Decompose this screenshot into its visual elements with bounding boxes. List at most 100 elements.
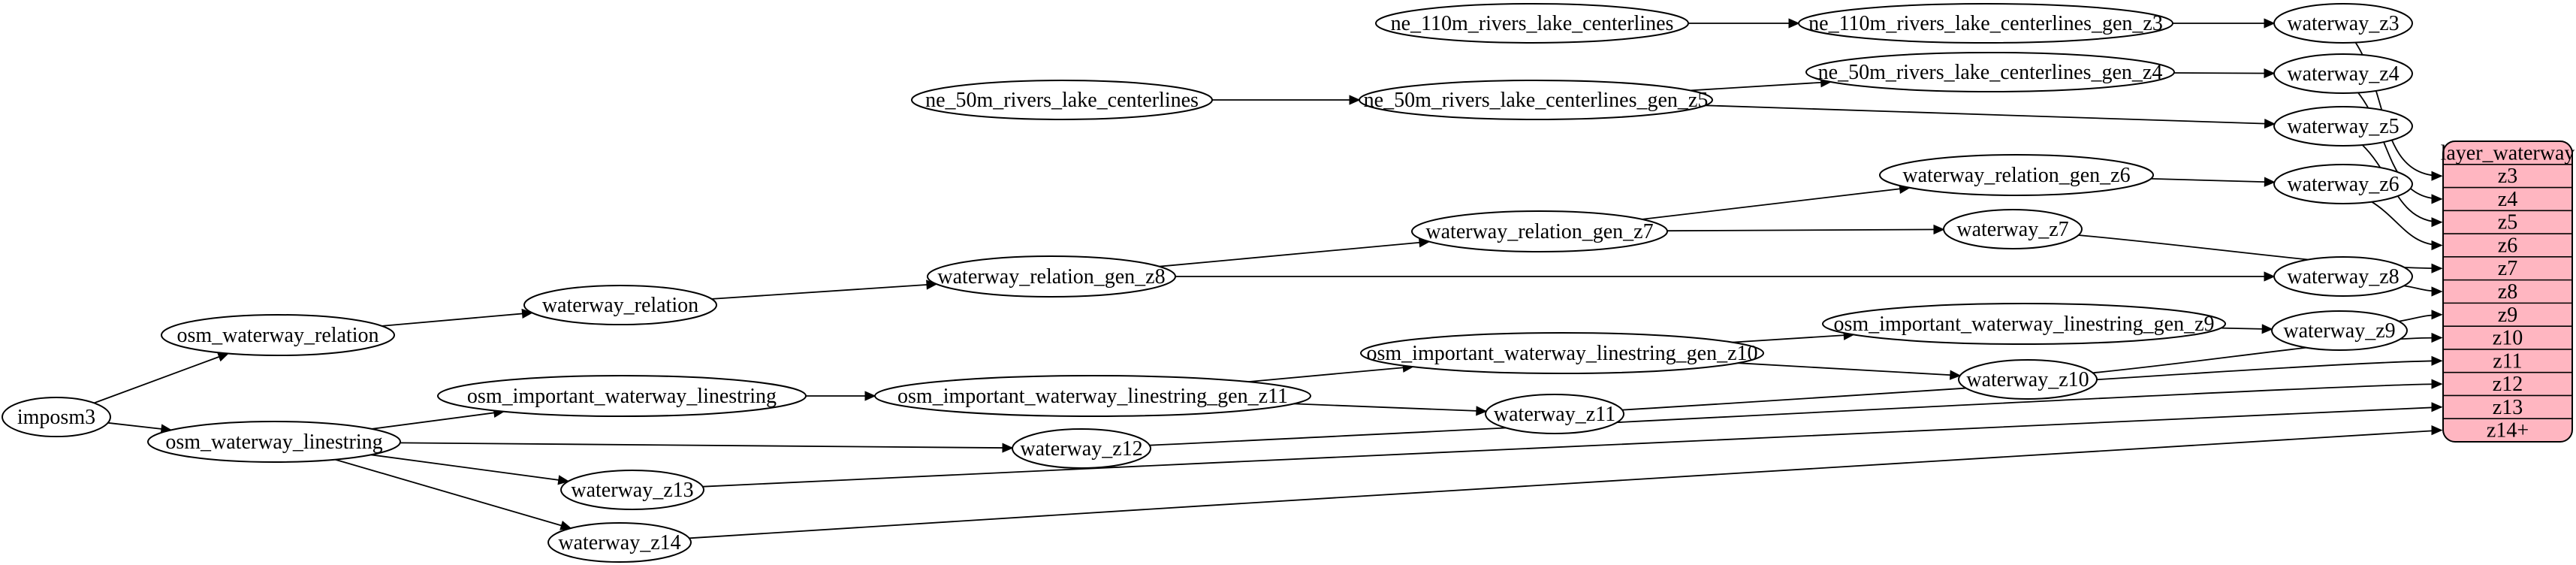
node-ellipse-osm_waterway_relation <box>161 314 395 356</box>
table-row-z5: z5 <box>2498 211 2517 234</box>
node-label-ne_110m_rivers_lake_centerlines: ne_110m_rivers_lake_centerlines <box>1391 12 1674 35</box>
node-ellipse-ne_50m_rivers_lake_centerlines <box>911 80 1213 120</box>
table-row-z10: z10 <box>2493 327 2523 350</box>
node-ellipse-ne_50m_rivers_lake_centerlines_gen_z5 <box>1359 80 1713 120</box>
node-waterway_relation: waterway_relation <box>523 285 717 325</box>
edge-osm_important_waterway_linestring_gen_z10-to-osm_important_waterway_linestring_gen_z9 <box>1732 330 1855 343</box>
node-ellipse-osm_waterway_linestring <box>147 421 401 463</box>
node-ellipse-waterway_z3 <box>2273 3 2413 44</box>
edges-layer <box>93 18 2443 539</box>
node-label-waterway_z13: waterway_z13 <box>571 479 693 502</box>
edge-imposm3-to-osm_waterway_linestring <box>107 421 173 434</box>
table-row-z14+: z14+ <box>2487 419 2529 443</box>
edge-osm_waterway_linestring-to-waterway_z13 <box>370 454 570 485</box>
node-label-osm_waterway_relation: osm_waterway_relation <box>176 324 379 347</box>
node-label-waterway_relation: waterway_relation <box>542 294 698 317</box>
edge-waterway_z11-to-layer_waterway-z11 <box>1621 355 2443 411</box>
node-label-waterway_z6: waterway_z6 <box>2287 173 2399 196</box>
edge-osm_important_waterway_linestring_gen_z11-to-waterway_z11 <box>1293 403 1488 416</box>
table-body <box>2442 140 2573 443</box>
node-osm_important_waterway_linestring: osm_important_waterway_linestring <box>437 375 807 417</box>
node-waterway_relation_gen_z8: waterway_relation_gen_z8 <box>927 255 1176 298</box>
node-waterway_z6: waterway_z6 <box>2273 164 2413 204</box>
node-label-osm_important_waterway_linestring_gen_z11: osm_important_waterway_linestring_gen_z1… <box>897 385 1288 408</box>
node-waterway_z13: waterway_z13 <box>560 470 704 510</box>
table-row-z6: z6 <box>2498 234 2517 257</box>
edge-waterway_z10-to-layer_waterway-z10 <box>2092 332 2443 374</box>
node-osm_waterway_relation: osm_waterway_relation <box>161 314 395 356</box>
node-osm_important_waterway_linestring_gen_z11: osm_important_waterway_linestring_gen_z1… <box>874 375 1311 417</box>
node-ellipse-osm_important_waterway_linestring_gen_z10 <box>1360 332 1764 374</box>
node-waterway_z4: waterway_z4 <box>2273 53 2413 94</box>
edge-ne_50m_rivers_lake_centerlines_gen_z4-to-waterway_z4 <box>2173 68 2276 79</box>
edge-waterway_z8-to-layer_waterway-z8 <box>2403 285 2443 297</box>
edge-osm_waterway_linestring-to-waterway_z12 <box>400 442 1014 453</box>
table-row-z3: z3 <box>2498 165 2517 188</box>
node-ne_50m_rivers_lake_centerlines_gen_z4: ne_50m_rivers_lake_centerlines_gen_z4 <box>1805 52 2175 92</box>
node-ellipse-waterway_z6 <box>2273 164 2413 204</box>
table-row-z4: z4 <box>2498 188 2517 211</box>
table-row-z9: z9 <box>2498 304 2517 327</box>
node-waterway_z7: waterway_z7 <box>1943 209 2083 249</box>
edge-waterway_z12-to-layer_waterway-z12 <box>1149 379 2443 446</box>
node-ellipse-waterway_z8 <box>2273 256 2413 297</box>
edge-waterway_z6-to-layer_waterway-z6 <box>2371 201 2443 251</box>
table-title: layer_waterway <box>2441 141 2575 165</box>
table-row-z12: z12 <box>2493 373 2523 396</box>
nodes-layer: imposm3osm_waterway_relationosm_waterway… <box>2 3 2413 563</box>
node-label-waterway_z7: waterway_z7 <box>1956 218 2068 241</box>
table-row-z7: z7 <box>2498 257 2517 280</box>
node-label-waterway_z9: waterway_z9 <box>2283 319 2395 343</box>
node-ellipse-ne_110m_rivers_lake_centerlines_gen_z3 <box>1798 3 2173 44</box>
node-ne_50m_rivers_lake_centerlines: ne_50m_rivers_lake_centerlines <box>911 80 1213 120</box>
node-label-osm_waterway_linestring: osm_waterway_linestring <box>165 431 382 454</box>
node-waterway_z14: waterway_z14 <box>547 522 692 563</box>
node-label-waterway_z8: waterway_z8 <box>2287 265 2399 289</box>
node-osm_important_waterway_linestring_gen_z10: osm_important_waterway_linestring_gen_z1… <box>1360 332 1764 374</box>
node-label-waterway_relation_gen_z8: waterway_relation_gen_z8 <box>937 265 1165 289</box>
node-waterway_z12: waterway_z12 <box>1012 428 1151 469</box>
node-ellipse-waterway_relation <box>523 285 717 325</box>
node-label-waterway_relation_gen_z7: waterway_relation_gen_z7 <box>1425 220 1653 243</box>
node-waterway_relation_gen_z6: waterway_relation_gen_z6 <box>1879 154 2154 196</box>
node-label-ne_50m_rivers_lake_centerlines_gen_z5: ne_50m_rivers_lake_centerlines_gen_z5 <box>1364 89 1709 112</box>
node-ellipse-waterway_z5 <box>2273 106 2413 147</box>
node-waterway_z11: waterway_z11 <box>1485 394 1624 434</box>
table-row-z11: z11 <box>2493 349 2522 373</box>
node-label-osm_important_waterway_linestring_gen_z10: osm_important_waterway_linestring_gen_z1… <box>1367 342 1758 365</box>
node-waterway_relation_gen_z7: waterway_relation_gen_z7 <box>1411 210 1668 252</box>
node-ellipse-waterway_z14 <box>547 522 692 563</box>
node-ellipse-osm_important_waterway_linestring_gen_z9 <box>1822 303 2226 345</box>
node-ne_50m_rivers_lake_centerlines_gen_z5: ne_50m_rivers_lake_centerlines_gen_z5 <box>1359 80 1713 120</box>
node-ellipse-waterway_relation_gen_z7 <box>1411 210 1668 252</box>
node-label-waterway_z11: waterway_z11 <box>1494 403 1615 426</box>
node-label-waterway_z10: waterway_z10 <box>1966 368 2089 391</box>
edge-waterway_relation_gen_z8-to-waterway_relation_gen_z7 <box>1159 237 1431 267</box>
node-osm_waterway_linestring: osm_waterway_linestring <box>147 421 401 463</box>
node-ellipse-waterway_z10 <box>1958 359 2098 400</box>
node-label-waterway_z3: waterway_z3 <box>2287 12 2399 35</box>
edge-osm_waterway_linestring-to-osm_important_waterway_linestring <box>371 407 505 430</box>
node-ellipse-waterway_relation_gen_z8 <box>927 255 1176 298</box>
node-label-waterway_z12: waterway_z12 <box>1020 437 1142 461</box>
node-label-osm_important_waterway_linestring_gen_z9: osm_important_waterway_linestring_gen_z9 <box>1834 313 2215 336</box>
edge-osm_waterway_linestring-to-waterway_z14 <box>334 458 572 530</box>
edge-osm_important_waterway_linestring_gen_z9-to-waterway_z9 <box>2221 324 2273 334</box>
node-waterway_z3: waterway_z3 <box>2273 3 2413 44</box>
node-ne_110m_rivers_lake_centerlines: ne_110m_rivers_lake_centerlines <box>1375 3 1689 44</box>
node-waterway_z8: waterway_z8 <box>2273 256 2413 297</box>
node-label-waterway_z5: waterway_z5 <box>2287 115 2399 138</box>
edge-ne_50m_rivers_lake_centerlines_gen_z5-to-ne_50m_rivers_lake_centerlines_gen_z4 <box>1690 77 1832 92</box>
node-ellipse-waterway_z13 <box>560 470 704 510</box>
node-ellipse-ne_110m_rivers_lake_centerlines <box>1375 3 1689 44</box>
node-osm_important_waterway_linestring_gen_z9: osm_important_waterway_linestring_gen_z9 <box>1822 303 2226 345</box>
edge-waterway_relation_gen_z7-to-waterway_relation_gen_z6 <box>1642 183 1911 220</box>
node-ellipse-ne_50m_rivers_lake_centerlines_gen_z4 <box>1805 52 2175 92</box>
table-layer: layer_waterwayz3z4z5z6z7z8z9z10z11z12z13… <box>2441 140 2575 443</box>
edge-waterway_relation-to-waterway_relation_gen_z8 <box>711 279 938 300</box>
node-ellipse-waterway_z12 <box>1012 428 1151 469</box>
edge-imposm3-to-osm_waterway_relation <box>93 352 230 404</box>
node-ellipse-imposm3 <box>2 397 111 437</box>
